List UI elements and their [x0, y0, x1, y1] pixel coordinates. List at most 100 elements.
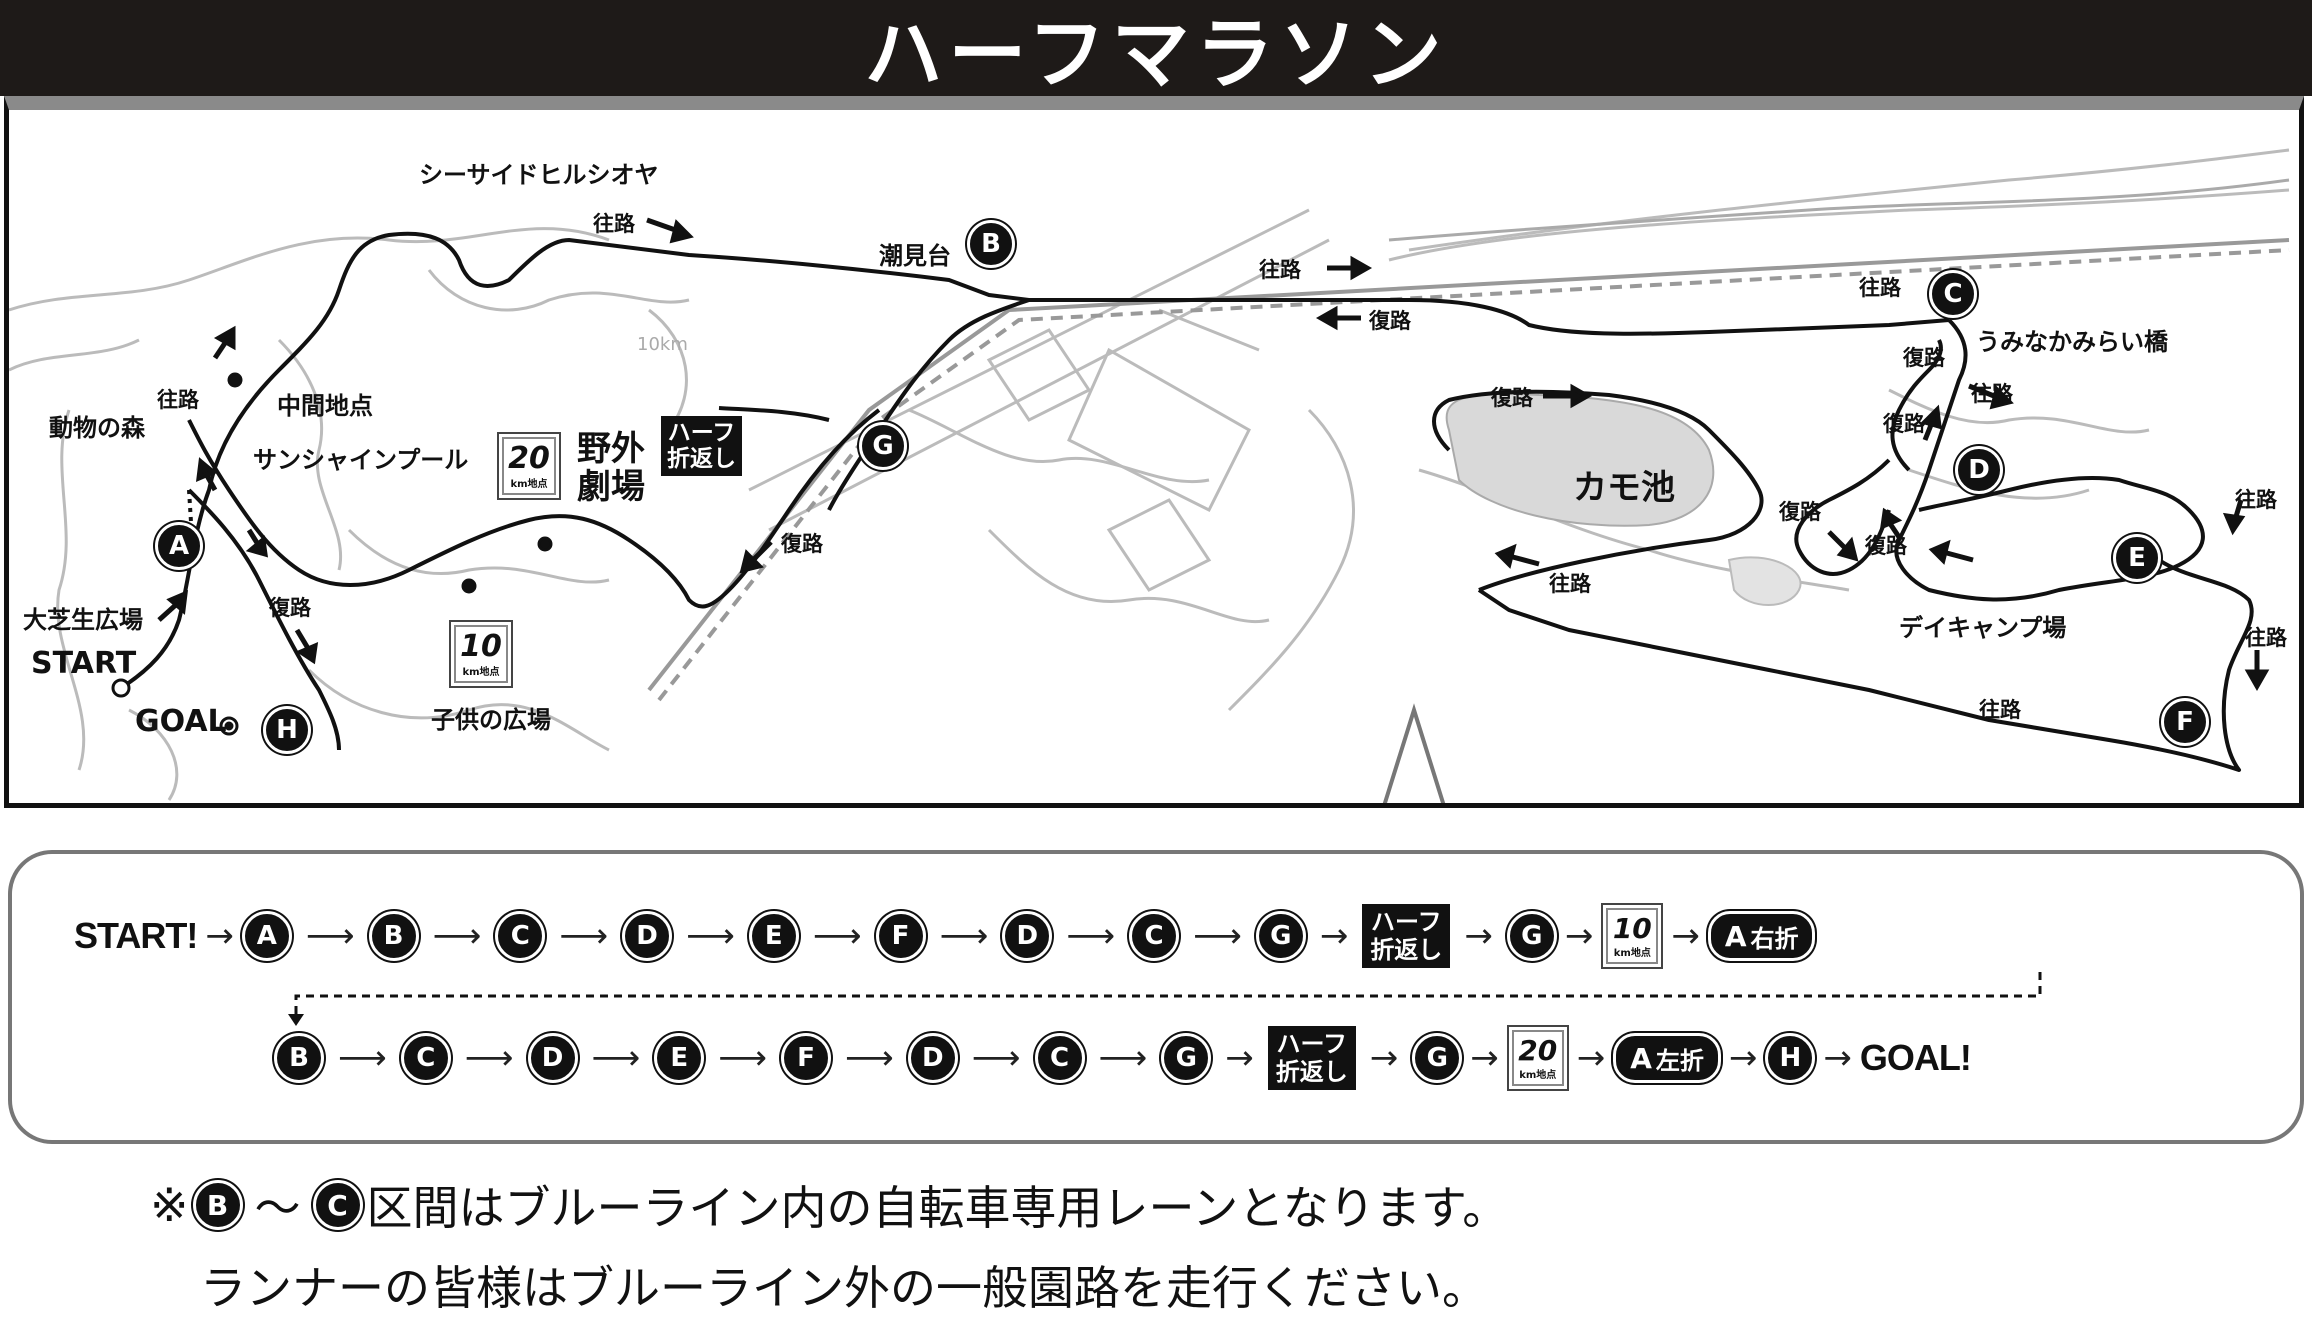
seq-row1-half-turn: ハーフ 折返し — [1362, 904, 1451, 968]
seq-arrow: → — [1823, 1038, 1852, 1078]
seq-row1-cp-8: C — [1129, 911, 1180, 961]
dir-back-8: 復路 — [1865, 534, 1907, 558]
seq-row1-cp-7: D — [1002, 911, 1053, 961]
checkpoint-c: C — [1929, 270, 1977, 318]
page-title: ハーフマラソン — [864, 10, 1448, 100]
place-theater: 野外 劇場 — [577, 430, 645, 506]
seq-row2-cp-8: G — [1161, 1033, 1212, 1083]
place-seaside: シーサイドヒルシオヤ — [419, 161, 659, 189]
seq-arrow: → — [1576, 1038, 1606, 1078]
seq-arrow: → — [1728, 1038, 1758, 1078]
note-tilde: 〜 — [254, 1181, 301, 1235]
dir-back-6: 復路 — [1883, 412, 1925, 436]
dir-back-3: 復路 — [781, 532, 823, 556]
dir-back-5: 復路 — [1903, 346, 1945, 370]
seq-right-turn-text: 右折 — [1750, 924, 1799, 953]
place-pool: サンシャインプール — [253, 446, 469, 474]
place-midpoint: 中間地点 — [277, 392, 373, 420]
seq-arrow: ⟶ — [338, 1038, 387, 1078]
note-cp-c: C — [312, 1180, 363, 1230]
seq-start: START! — [74, 915, 198, 956]
checkpoint-d: D — [1955, 446, 2003, 494]
dir-out-1: 往路 — [593, 212, 635, 236]
checkpoint-h: H — [263, 706, 311, 754]
note-asterisk: ※ — [150, 1178, 189, 1232]
seq-arrow: ⟶ — [718, 1038, 767, 1078]
direction-arrows — [157, 217, 2270, 692]
dir-out-3: 往路 — [1549, 572, 1591, 596]
place-kamo: カモ池 — [1573, 468, 1675, 508]
seq-arrow: ⟶ — [464, 1038, 514, 1078]
place-theater-line1: 野外 — [577, 429, 645, 469]
note-line1-text: 区間はブルーライン内の自転車専用レーンとなります。 — [366, 1181, 1509, 1235]
half-turnaround-sign: ハーフ 折返し — [661, 416, 742, 476]
checkpoint-g: G — [859, 422, 907, 470]
seq-row2-half-turn: ハーフ 折返し — [1267, 1026, 1356, 1090]
course-map: 10km — [4, 96, 2304, 808]
seq-row1-cp-6: F — [875, 911, 926, 961]
seq-row2-half-line2: 折返し — [1275, 1058, 1348, 1086]
seq-goal: GOAL! — [1859, 1037, 1972, 1078]
title-bar: ハーフマラソン — [0, 0, 2312, 100]
dir-back-1: 復路 — [1369, 309, 1411, 333]
seq-arrow: → — [1470, 1038, 1499, 1078]
place-theater-line2: 劇場 — [577, 467, 645, 507]
dir-out-5: 往路 — [157, 388, 199, 412]
faint-10km-label: 10km — [637, 334, 688, 355]
seq-row2-cp-4: E — [654, 1033, 705, 1083]
seq-arrow: → — [1564, 916, 1594, 956]
km10-unit: km地点 — [462, 666, 500, 678]
dir-out-4: 往路 — [1979, 698, 2021, 722]
sea-edge — [1388, 178, 2290, 242]
seq-arrow: → — [1225, 1038, 1254, 1078]
checkpoint-b: B — [967, 220, 1015, 268]
seq-arrow: ⟶ — [939, 916, 989, 956]
seq-left-turn-text: 左折 — [1655, 1046, 1704, 1075]
seq-km20-unit: km地点 — [1519, 1069, 1557, 1081]
seq-arrow: ⟶ — [1098, 1038, 1148, 1078]
place-shibafu: 大芝生広場 — [23, 606, 143, 634]
km10-marker: 10 km地点 — [449, 620, 513, 688]
seq-arrow: ⟶ — [686, 916, 735, 956]
dir-out-2: 往路 — [1259, 258, 1301, 282]
start-label: START — [31, 646, 137, 681]
seq-row2-cp-1: B — [274, 1033, 324, 1083]
seq-row2-cp-7: C — [1034, 1033, 1085, 1083]
note-line-2: ランナーの皆様はブルーライン外の一般園路を走行ください。 — [200, 1252, 1488, 1318]
km20-number: 20 — [508, 440, 550, 476]
seq-row2-half-line1: ハーフ — [1276, 1030, 1348, 1058]
seq-arrow: ⟶ — [559, 916, 609, 956]
seq-row1-cp-1: A — [241, 911, 292, 961]
half-turnaround-line1: ハーフ — [667, 420, 736, 446]
seq-arrow: ⟶ — [812, 916, 862, 956]
seq-arrow: ⟶ — [305, 916, 355, 956]
note-line-1: ※ B 〜 C 区間はブルーライン内の自転車専用レーンとなります。 — [150, 1172, 1508, 1238]
checkpoint-a: A — [155, 522, 203, 570]
sequence-row-2: B ⟶ C ⟶ D ⟶ E ⟶ F ⟶ D ⟶ C ⟶ G → ハーフ 折返し … — [274, 1025, 1972, 1091]
seq-row2-cp-2: C — [400, 1033, 451, 1083]
place-zoo: 動物の森 — [49, 414, 145, 442]
place-kids: 子供の広場 — [431, 706, 551, 734]
note-cp-b: B — [192, 1180, 243, 1230]
checkpoint-e: E — [2113, 534, 2161, 582]
dir-out-8: 往路 — [2235, 488, 2277, 512]
km20-marker: 20 km地点 — [497, 432, 561, 500]
seq-km10-number: 10 — [1612, 911, 1652, 945]
seq-km10-marker: 10 km地点 — [1601, 903, 1664, 969]
km20-unit: km地点 — [510, 478, 548, 490]
seq-cp-h: H — [1765, 1033, 1816, 1083]
seq-arrow: → — [1464, 916, 1493, 956]
note-line2-text: ランナーの皆様はブルーライン外の一般園路を走行ください。 — [200, 1261, 1488, 1315]
seq-arrow: → — [1369, 1038, 1399, 1078]
seq-a-left-letter: A — [1630, 1041, 1652, 1075]
checkpoint-f: F — [2161, 698, 2209, 746]
goal-label: GOAL — [135, 704, 227, 739]
seq-arrow: ⟶ — [845, 1038, 894, 1078]
park-paths — [9, 148, 2290, 801]
dir-out-7: 往路 — [1971, 382, 2013, 406]
seq-km10-unit: km地点 — [1613, 947, 1651, 959]
seq-row1-cp-9: G — [1255, 911, 1306, 961]
sequence-row-1: START! → A ⟶ B ⟶ C ⟶ D ⟶ E ⟶ F ⟶ D ⟶ C ⟶… — [74, 903, 1816, 969]
seq-km20-number: 20 — [1518, 1033, 1558, 1067]
